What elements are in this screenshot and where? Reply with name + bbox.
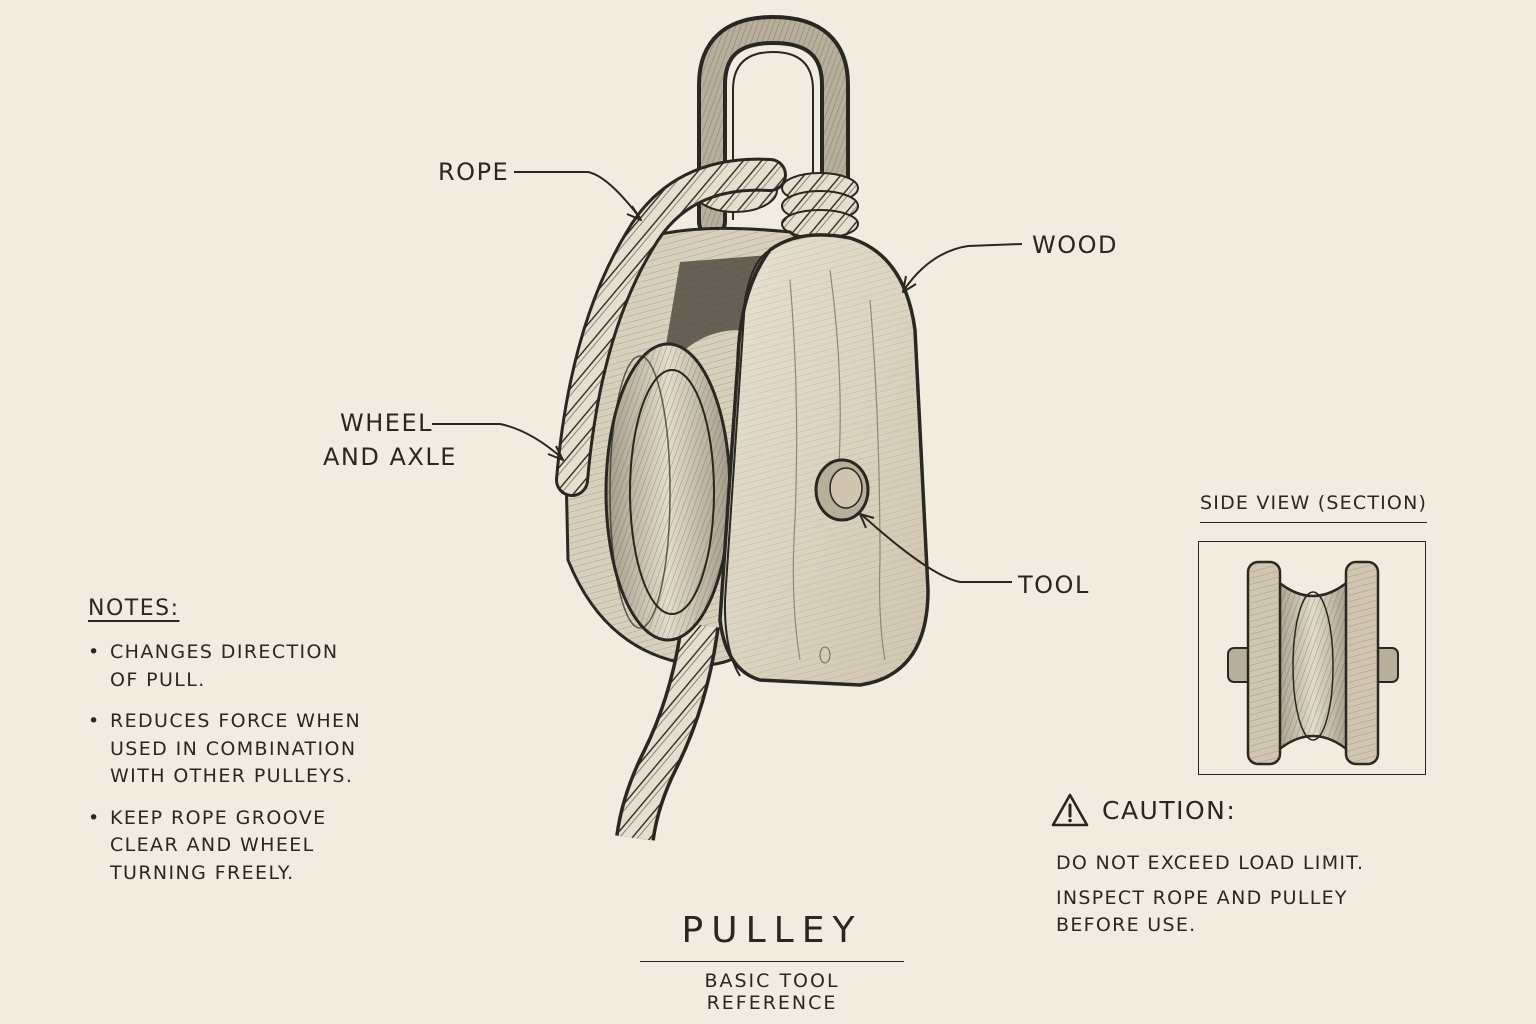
caution-line: INSPECT ROPE AND PULLEY BEFORE USE. bbox=[1056, 887, 1348, 936]
wheel-leader bbox=[432, 423, 563, 459]
wood-leader bbox=[903, 243, 1023, 291]
label-and-axle: AND AXLE bbox=[323, 443, 457, 471]
leader-lines bbox=[432, 171, 1023, 583]
caution-title: CAUTION: bbox=[1102, 795, 1237, 825]
notes-title: NOTES: bbox=[88, 596, 180, 621]
caution-header: CAUTION: bbox=[1050, 792, 1390, 828]
label-rope: ROPE bbox=[438, 158, 510, 186]
side-view-frame bbox=[1198, 541, 1426, 775]
label-wood: WOOD bbox=[1032, 231, 1118, 259]
side-view-drawing bbox=[1227, 560, 1399, 766]
label-wheel: WHEEL bbox=[340, 409, 433, 437]
sheave-wheel bbox=[604, 342, 732, 642]
notes-item: REDUCES FORCE WHEN USED IN COMBINATION W… bbox=[88, 708, 370, 791]
page-subtitle: BASIC TOOL REFERENCE bbox=[704, 970, 840, 1014]
notes-list: CHANGES DIRECTION OF PULL. REDUCES FORCE… bbox=[88, 639, 388, 887]
page-title: PULLEY bbox=[640, 910, 904, 962]
label-tool: TOOL bbox=[1018, 571, 1090, 599]
caution-panel: CAUTION: DO NOT EXCEED LOAD LIMIT. INSPE… bbox=[1050, 792, 1390, 947]
front-wood-cheek bbox=[718, 233, 930, 687]
notes-item: KEEP ROPE GROOVE CLEAR AND WHEEL TURNING… bbox=[88, 805, 370, 888]
rope-leader bbox=[514, 171, 641, 219]
side-view-title: SIDE VIEW (SECTION) bbox=[1200, 492, 1428, 523]
warning-triangle-icon bbox=[1051, 793, 1089, 827]
tool-leader bbox=[861, 514, 1012, 583]
caution-line: DO NOT EXCEED LOAD LIMIT. bbox=[1056, 852, 1365, 874]
notes-item: CHANGES DIRECTION OF PULL. bbox=[88, 639, 370, 694]
rope bbox=[555, 157, 787, 841]
notes-panel: NOTES: CHANGES DIRECTION OF PULL. REDUCE… bbox=[88, 596, 388, 901]
axle-pin bbox=[814, 458, 870, 522]
